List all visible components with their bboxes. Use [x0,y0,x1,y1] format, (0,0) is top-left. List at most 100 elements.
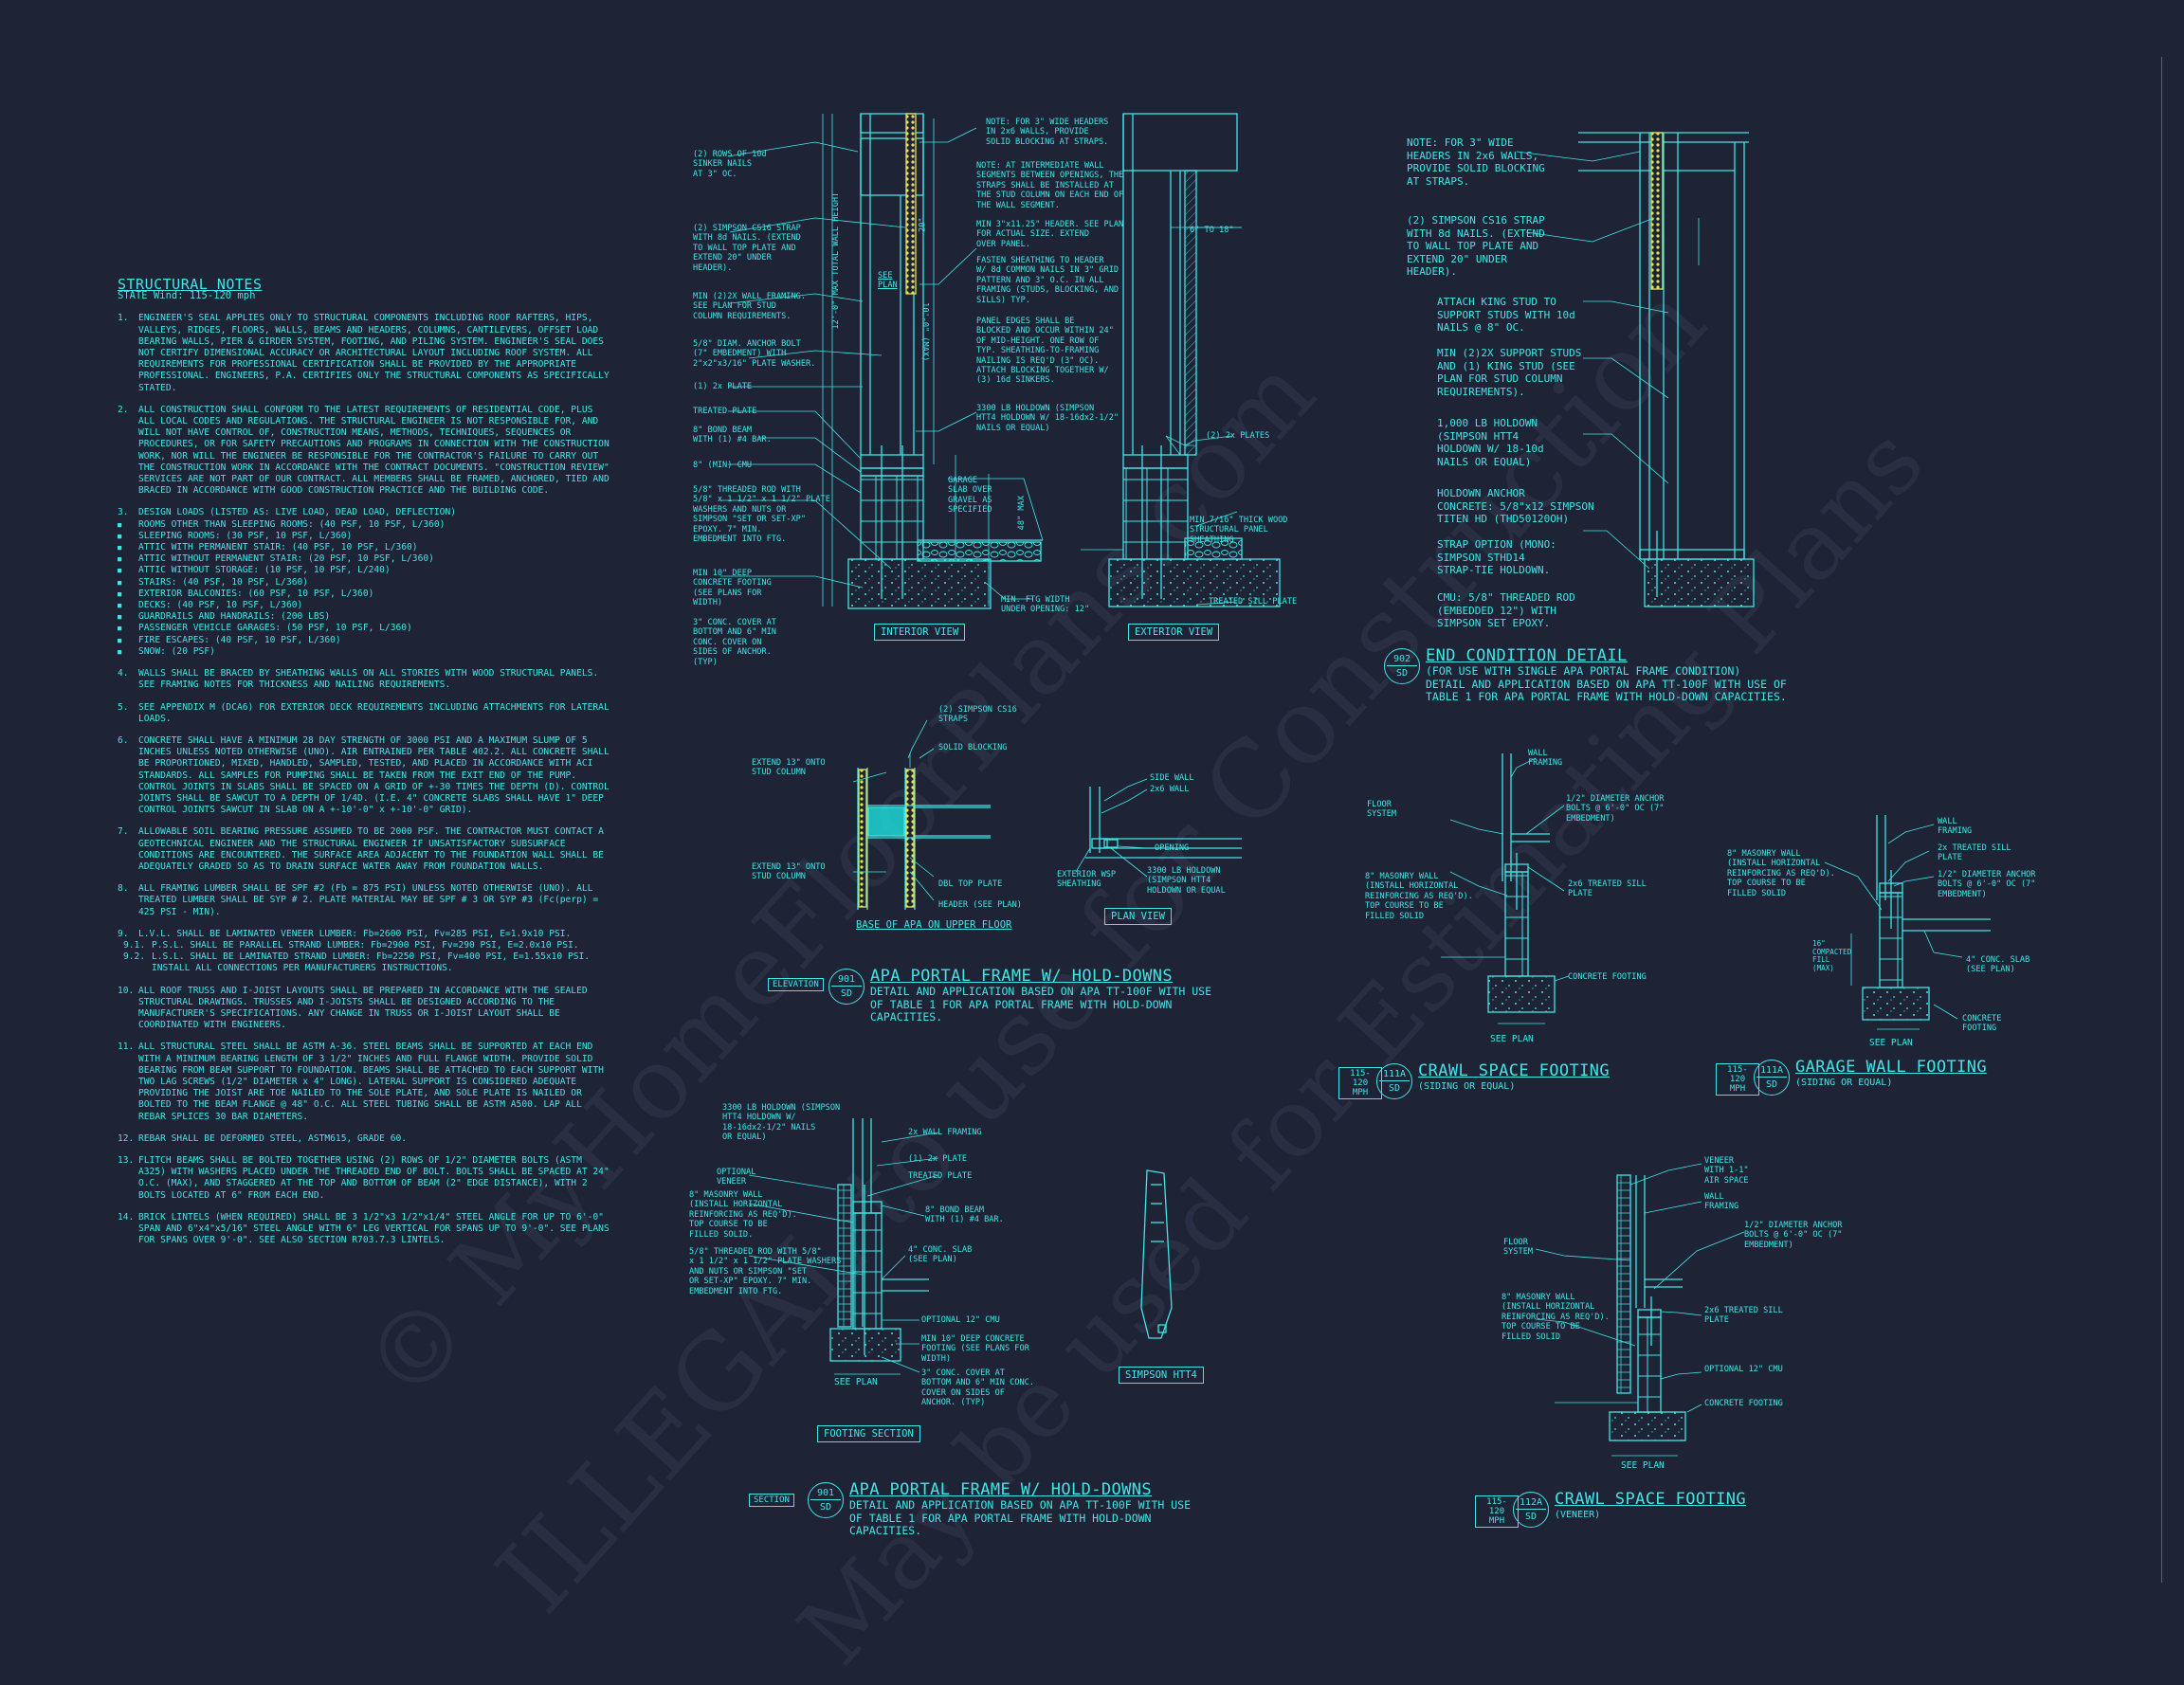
sheet-border-line [2161,57,2162,1583]
int-label-cmu: 8" (MIN) CMU [693,461,753,470]
sec-label-bond-beam: 8" BOND BEAM WITH (1) #4 BAR. [925,1205,1004,1225]
sec-label-footing: MIN 10" DEEP CONCRETE FOOTING (SEE PLANS… [921,1334,1029,1364]
note-number: 5. [118,701,129,713]
crawl2-label-masonry: 8" MASONRY WALL (INSTALL HORIZONTAL REIN… [1502,1293,1610,1342]
crawl1-label-masonry: 8" MASONRY WALL (INSTALL HORIZONTAL REIN… [1365,872,1473,921]
plan-label-side-wall: SIDE WALL [1150,773,1194,783]
garage-label-see-plan: SEE PLAN [1869,1038,1913,1048]
note-number: 13. [118,1155,135,1166]
sub-note-number: 9.1. [123,939,146,951]
apa-elevation-desc-3: CAPACITIES. [870,1010,943,1024]
apa-section-desc-2: OF TABLE 1 FOR APA PORTAL FRAME WITH HOL… [849,1511,1152,1525]
garage-title: GARAGE WALL FOOTING [1795,1058,1988,1077]
crawl2-label-12-cmu: OPTIONAL 12" CMU [1704,1365,1783,1374]
note-body: ALL ROOF TRUSS AND I-JOIST LAYOUTS SHALL… [138,986,610,1032]
label-base-of-apa: BASE OF APA ON UPPER FLOOR [856,919,1012,931]
end-condition-drawing [1516,132,1755,607]
note-body: ALL STRUCTURAL STEEL SHALL BE ASTM A-36.… [138,1042,610,1122]
structural-note: 3. DESIGN LOADS (LISTED AS: LIVE LOAD, DE… [118,507,610,658]
plan-label-opening: OPENING [1155,843,1190,853]
ec-note-support-studs: MIN (2)2X SUPPORT STUDS AND (1) KING STU… [1437,347,1582,398]
crawl1-label-see-plan: SEE PLAN [1490,1034,1534,1044]
mid-label-wsp-sheathing: MIN 7/16" THICK WOOD STRUCTURAL PANEL SH… [1190,516,1288,545]
crawl1-title-block: CRAWL SPACE FOOTING (SIDING OR EQUAL) [1418,1061,1610,1094]
structural-note: 1.ENGINEER'S SEAL APPLIES ONLY TO STRUCT… [118,313,610,393]
note-body: BRICK LINTELS (WHEN REQUIRED) SHALL BE 3… [138,1212,610,1247]
tag-footing-section: FOOTING SECTION [817,1425,920,1442]
mid-label-note-segments: NOTE: AT INTERMEDIATE WALL SEGMENTS BETW… [976,161,1124,210]
crawl2-title-block: CRAWL SPACE FOOTING (VENEER) [1555,1490,1746,1522]
design-load-item: ROOMS OTHER THAN SLEEPING ROOMS: (40 PSF… [118,519,610,531]
note-text: DESIGN LOADS (LISTED AS: LIVE LOAD, DEAD… [138,507,457,518]
end-condition-desc-3: TABLE 1 FOR APA PORTAL FRAME WITH HOLD-D… [1426,690,1787,703]
note-text: WALLS SHALL BE BRACED BY SHEATHING WALLS… [138,668,599,691]
int-label-treated-plate: TREATED PLATE [693,407,757,416]
note-text: ALL CONSTRUCTION SHALL CONFORM TO THE LA… [138,404,610,497]
tag-plan-view: PLAN VIEW [1104,908,1172,925]
garage-label-fill: 16" COMPACTED FILL (MAX) [1812,939,1852,972]
crawl1-desc: (SIDING OR EQUAL) [1418,1081,1516,1092]
crawl2-label-wall-framing: WALL FRAMING [1704,1192,1739,1212]
sec-label-slab: 4" CONC. SLAB (SEE PLAN) [908,1245,973,1265]
note-body: L.V.L. SHALL BE LAMINATED VENEER LUMBER:… [123,928,610,975]
note-text: ALL FRAMING LUMBER SHALL BE SPF #2 (Fb =… [138,883,599,917]
note-body: ALL CONSTRUCTION SHALL CONFORM TO THE LA… [138,405,610,498]
end-condition-sheet-bubble: 902 SD [1384,648,1420,684]
base-label-header: HEADER (SEE PLAN) [938,900,1022,910]
note-text: ALL STRUCTURAL STEEL SHALL BE ASTM A-36.… [138,1042,604,1122]
ec-note-cs16: (2) SIMPSON CS16 STRAP WITH 8d NAILS. (E… [1407,214,1545,278]
sec-label-wall-framing: 2x WALL FRAMING [908,1128,982,1137]
int-label-cs16-strap: (2) SIMPSON CS16 STRAP WITH 8d NAILS. (E… [693,224,801,273]
garage-desc: (SIDING OR EQUAL) [1795,1078,1893,1088]
base-label-extend-1: EXTEND 13" ONTO STUD COLUMN [752,758,826,778]
mid-label-20in: 20" [918,217,928,232]
note-text: ALLOWABLE SOIL BEARING PRESSURE ASSUMED … [138,826,604,872]
note-body: REBAR SHALL BE DEFORMED STEEL, ASTM615, … [138,1133,610,1145]
note-body: DESIGN LOADS (LISTED AS: LIVE LOAD, DEAD… [118,507,610,658]
note-number: 3. [118,507,129,518]
note-number: 9. [118,928,129,939]
drawing-sheet: © MyHomeFloorPlans.com ILLEGAL to use fo… [0,0,2184,1638]
garage-mph-tag: 115-120 MPH [1716,1063,1759,1096]
crawl2-label-floor: FLOOR SYSTEM [1503,1238,1534,1258]
structural-note: 10.ALL ROOF TRUSS AND I-JOIST LAYOUTS SH… [118,986,610,1032]
garage-label-masonry: 8" MASONRY WALL (INSTALL HORIZONTAL REIN… [1727,849,1835,898]
apa-elevation-desc-2: OF TABLE 1 FOR APA PORTAL FRAME WITH HOL… [870,997,1173,1011]
sec-label-masonry: 8" MASONRY WALL (INSTALL HORIZONTAL REIN… [689,1190,797,1240]
mid-label-holdown: 3300 LB HOLDOWN (SIMPSON HTT4 HOLDOWN W/… [976,404,1119,433]
structural-note: 7.ALLOWABLE SOIL BEARING PRESSURE ASSUME… [118,826,610,873]
ec-note-king-stud: ATTACH KING STUD TO SUPPORT STUDS WITH 1… [1437,296,1575,334]
detail-linework [720,113,1991,1457]
apa-section-title-block: APA PORTAL FRAME W/ HOLD-DOWNS DETAIL AN… [849,1480,1191,1538]
ec-note-anchor: HOLDOWN ANCHOR CONCRETE: 5/8"x12 SIMPSON… [1437,487,1594,525]
mid-label-sill-plate: TREATED SILL PLATE [1209,597,1298,607]
sec-label-12-cmu: OPTIONAL 12" CMU [921,1315,1000,1325]
mid-label-min-ftg: MIN. FTG WIDTH UNDER OPENING: 12" [1001,595,1090,615]
crawl2-sheet-bubble: 112A SD [1513,1492,1549,1528]
crawl1-label-footing: CONCRETE FOOTING [1568,972,1647,982]
structural-note: 11.ALL STRUCTURAL STEEL SHALL BE ASTM A-… [118,1042,610,1122]
note-text: L.V.L. SHALL BE LAMINATED VENEER LUMBER:… [138,928,572,939]
sec-label-2x-plate: (1) 2x PLATE [908,1154,968,1164]
note-number: 10. [118,985,135,996]
sec-label-treated-plate: TREATED PLATE [908,1171,973,1181]
note-text: ALL ROOF TRUSS AND I-JOIST LAYOUTS SHALL… [138,985,588,1031]
crawl2-mph-tag: 115-120 MPH [1475,1495,1519,1528]
mid-label-see-plan: SEE PLAN [878,271,898,291]
apa-elevation-title: APA PORTAL FRAME W/ HOLD-DOWNS [870,967,1174,986]
crawl1-label-anchor: 1/2" DIAMETER ANCHOR BOLTS @ 6'-0" OC (7… [1566,794,1665,824]
plan-label-holdown: 3300 LB HOLDOWN (SIMPSON HTT4 HOLDOWN OR… [1147,866,1226,896]
base-label-extend-2: EXTEND 13" ONTO STUD COLUMN [752,862,826,882]
int-label-sinker-nails: (2) ROWS OF 10d SINKER NAILS AT 3" OC. [693,150,767,179]
note-body: ALL FRAMING LUMBER SHALL BE SPF #2 (Fb =… [138,883,610,918]
apa-section-desc-1: DETAIL AND APPLICATION BASED ON APA TT-1… [849,1498,1192,1512]
apa-elevation-sheet-bubble: 901 SD [828,969,864,1005]
note-body: CONCRETE SHALL HAVE A MINIMUM 28 DAY STR… [138,735,610,816]
mid-label-header: MIN 3"x11.25" HEADER. SEE PLAN FOR ACTUA… [976,220,1124,249]
note-text: FLITCH BEAMS SHALL BE BOLTED TOGETHER US… [138,1155,610,1201]
mid-label-note-headers: NOTE: FOR 3" WIDE HEADERS IN 2x6 WALLS, … [986,118,1109,147]
int-label-wall-framing: MIN (2)2X WALL FRAMING. SEE PLAN FOR STU… [693,292,806,321]
garage-wall-drawing [1824,815,1991,1030]
garage-label-sill: 2x TREATED SILL PLATE [1938,843,2011,863]
ec-note-strap-option: STRAP OPTION (MONO: SIMPSON STHD14 STRAP… [1437,538,1556,576]
